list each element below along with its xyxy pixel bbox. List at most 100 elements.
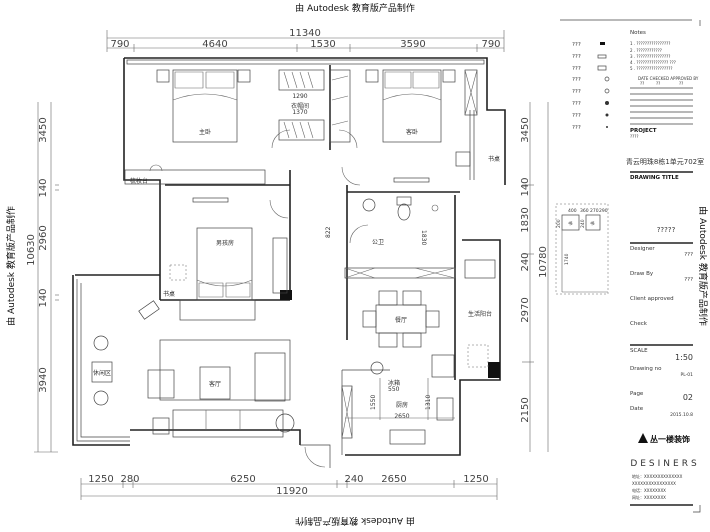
closet-dim: 1370 [292,109,307,116]
label-dresser: 梳妆台 [130,177,148,185]
left-dimensions: 3450 140 2960 140 3940 10630 [26,102,59,453]
label-desk: 书桌 [488,155,500,163]
symbol-legend: ??? ??? ??? ??? ??? ??? ??? ??? [572,42,610,131]
dim-bottom: 6250 [230,474,255,485]
label-text: 1 . ???????????????? [630,41,670,46]
label-text: 02 [683,393,693,402]
room-label-living-room: 客厅 [209,380,221,388]
label-text: 200 [556,219,562,228]
dim-top: 790 [481,39,500,50]
label-text: 4 . ??????????????? ??? [630,60,676,65]
label-text: DATE CHECKED APPROVED BY [638,76,699,81]
room-label-kitchen: 厨房 [396,401,408,409]
label-text: ??? [684,277,693,283]
dim-left: 3940 [38,367,49,392]
dim-right: 1830 [520,207,531,232]
walk-in-closet: 1290 衣帽间 1370 [271,69,358,149]
dim-right: 2150 [520,397,531,422]
notes-title: Notes [630,30,646,36]
title-block: Notes 1 . ???????????????? 2 . ?????????… [560,19,704,513]
bathroom-dim: 1830 [420,230,427,245]
label-text: 5 . ????????????????? [630,66,672,71]
kitchen: 冰箱 550 厨房 2650 1550 1310 [341,354,455,445]
dim-left: 2960 [38,225,49,250]
room-label-closet: 衣帽间 [291,102,309,110]
label-text: ??? [572,125,581,131]
walls [72,57,506,468]
bathroom-door-dim: 822 [325,226,332,238]
top-dimensions: 11340 790 4640 1530 3590 790 [106,28,505,52]
dim-bottom-total: 11920 [276,486,308,497]
kitchen-dim: 1310 [425,395,432,410]
company-logo-icon [638,433,648,443]
dim-top: 1530 [310,39,335,50]
room-label-utility-balcony: 生活阳台 [468,310,492,318]
label-text: 书 [590,220,595,227]
label-text: SCALE [630,348,648,354]
kitchen-dim: 2650 [394,413,409,420]
room-label-dining: 餐厅 [395,316,407,324]
label-text: ??? [572,77,581,83]
label-text: ?? [656,81,660,86]
project-name: 青云明珠8栋1单元702室 [626,157,704,166]
label-text: PROJECT [630,128,657,134]
room-label-guest-bedroom: 客卧 [406,128,418,136]
label-text: ??? [572,101,581,107]
label-text: Date [630,406,644,412]
label-text: 电话：XXXXXXXX [632,487,666,493]
label-text: 3 . ???????????????? [630,54,670,59]
room-label-leisure-area: 休闲区 [93,369,111,377]
dim-right-total: 10780 [538,246,549,278]
dim-top: 3590 [400,39,425,50]
room-label-master-bedroom: 主卧 [199,128,211,136]
dining-room: 餐厅 [362,290,440,348]
bed [196,227,253,301]
dim-left: 3450 [38,117,49,142]
dim-right: 140 [520,177,531,196]
dim-top-total: 11340 [289,28,321,39]
company-en: DESINERS [630,459,699,469]
bed [382,69,442,143]
label-text: Draw By [630,271,654,277]
watermark-right: 由 Autodesk 教育版产品制作 [697,206,709,326]
label-text: ????? [657,226,676,234]
detail-box: 400 360 270 290 200 240 1740 书 书 [555,203,609,295]
label-text: ?? [640,81,644,86]
label-fridge: 冰箱 [388,379,400,387]
label-text: DRAWING TITLE [630,175,679,181]
living-room: 客厅 休闲区 [91,335,326,468]
label-text: 270 [590,208,599,214]
room-label-boys-room: 男孩房 [216,239,234,247]
dim-bottom: 240 [344,474,363,485]
label-text: 290 [599,208,608,214]
dim-top: 4640 [202,39,227,50]
label-text: 书 [568,220,573,227]
closet-dim: 1290 [292,93,307,100]
scale-value: 1:50 [675,353,693,362]
room-label-bathroom: 公卫 [372,239,384,246]
dim-right: 2970 [520,297,531,322]
label-text: Page [630,391,644,397]
dim-bottom: 2650 [381,474,406,485]
label-text: Drawing no [630,366,662,372]
watermark-bottom: 由 Autodesk 教育版产品制作 [295,515,415,527]
label-text: ??? [572,42,581,48]
boys-room: 男孩房 书桌 [138,197,289,321]
label-text: 网址：XXXXXXXX [632,494,666,500]
watermark-left: 由 Autodesk 教育版产品制作 [5,206,17,326]
dim-bottom: 1250 [463,474,488,485]
dim-left-total: 10630 [26,234,37,266]
label-text: 240 [580,219,586,228]
label-text: 2 . ???????????? [630,48,662,53]
dim-left: 140 [38,288,49,307]
dim-bottom: 1250 [88,474,113,485]
master-bedroom: 主卧 梳妆台 [124,69,266,185]
dim-left: 140 [38,178,49,197]
dim-right: 240 [520,252,531,271]
kitchen-dim: 1550 [370,395,377,410]
label-text: 1740 [564,253,570,265]
label-text: Client approved [630,296,674,302]
right-dimensions: 3450 140 1830 240 2970 2150 10780 [520,102,549,452]
label-text: 360 [580,208,589,214]
label-text: 地址：XXXXXXXXXXXXXX [632,473,683,479]
